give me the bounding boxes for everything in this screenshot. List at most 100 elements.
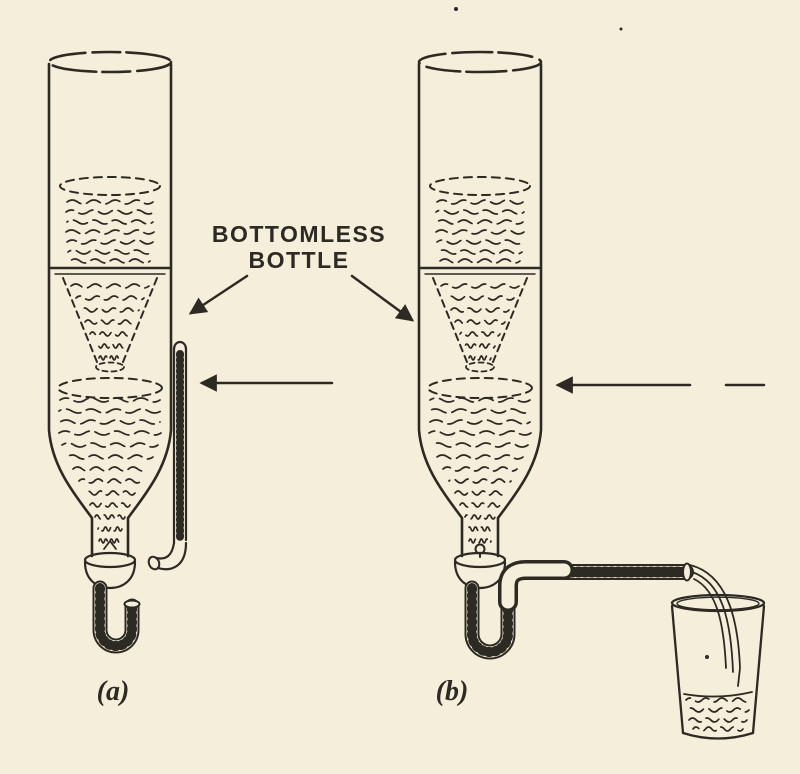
- drinking-glass: [670, 593, 766, 740]
- water-wave-line: [80, 307, 140, 313]
- water-wave-line: [440, 283, 520, 289]
- bottle-a-left-wall: [47, 62, 94, 558]
- bottle-b-mouth: [417, 50, 543, 74]
- water-wave-line: [428, 408, 532, 414]
- water-wave-line: [436, 219, 524, 225]
- water-wave-line: [692, 726, 744, 732]
- ink-speck: [454, 7, 458, 11]
- water-stream-line: [689, 564, 741, 687]
- water-wave-line: [66, 239, 154, 245]
- glass-rim-inner: [676, 596, 760, 611]
- water-surface-lower-a: [57, 377, 163, 399]
- water-wave-line: [94, 514, 126, 520]
- water-wave-line: [58, 408, 162, 414]
- funnel-dashed-left-b: [432, 277, 468, 363]
- bottle-b: [417, 50, 741, 687]
- water-wave-line: [69, 258, 151, 264]
- gauge-tube-top-a: [172, 340, 188, 351]
- caption-a: (a): [97, 676, 130, 707]
- water-wave-line: [436, 239, 524, 245]
- water-wave-line: [429, 419, 531, 425]
- water-surface-lower-b: [427, 377, 533, 399]
- ink-speck: [619, 27, 623, 31]
- gauge-fitting-top-a: [154, 541, 176, 560]
- water-wave-line: [445, 295, 515, 301]
- bottle-b-cap-flange: [453, 551, 507, 569]
- water-wave-line: [467, 526, 493, 532]
- water-wave-line: [84, 319, 136, 325]
- water-wave-line: [454, 319, 506, 325]
- bottle-a-neck-nub: [103, 540, 117, 550]
- bottle-a: [47, 50, 188, 654]
- water-wave-line: [431, 442, 529, 448]
- water-wave-line: [75, 295, 145, 301]
- water-wave-line: [72, 466, 148, 472]
- water-wave-line: [454, 490, 506, 496]
- water-wave-line: [66, 219, 154, 225]
- glass-bottom: [681, 731, 755, 740]
- glass-left-wall: [670, 604, 685, 735]
- water-wave-line: [439, 258, 521, 264]
- funnel-dashed-right-a: [122, 277, 158, 363]
- water-wave-line: [84, 490, 136, 496]
- water-wave-line: [436, 199, 524, 205]
- water-wave-line: [435, 229, 525, 235]
- water-wave-line: [58, 430, 162, 436]
- bottomless-bottle-label-line1: BOTTOMLESS: [212, 221, 386, 247]
- water-wave-line: [464, 514, 496, 520]
- water-stream-line: [691, 571, 734, 673]
- water-wave-line: [65, 229, 155, 235]
- bottle-a-right-wall: [126, 62, 173, 558]
- water-wave-line: [89, 502, 131, 508]
- bottle-a-mouth: [47, 50, 173, 74]
- water-wave-line: [459, 502, 501, 508]
- water-wave-line: [448, 478, 512, 484]
- water-wave-line: [65, 209, 155, 215]
- water-wave-line: [428, 430, 532, 436]
- water-wave-line: [78, 478, 142, 484]
- water-wave-line: [686, 707, 750, 713]
- water-wave-line: [66, 454, 154, 460]
- water-stream-line: [693, 578, 727, 669]
- funnel-throat-b: [465, 361, 495, 373]
- label-arrow-to-bottle-b: [350, 274, 415, 322]
- water-wave-line: [59, 419, 161, 425]
- spout-open-end: [682, 562, 692, 582]
- water-wave-line: [468, 355, 492, 361]
- water-wave-line: [464, 343, 496, 349]
- glass-rim: [670, 593, 766, 613]
- water-wave-line: [450, 307, 510, 313]
- water-wave-line: [98, 355, 122, 361]
- water-wave-line: [66, 199, 154, 205]
- label-arrow-to-bottle-a: [188, 274, 249, 315]
- funnel-dashed-right-b: [492, 277, 528, 363]
- water-surface-upper-b: [429, 176, 531, 196]
- bottomless-bottle-label-line2: BOTTLE: [249, 247, 350, 273]
- funnel-throat-a: [95, 361, 125, 373]
- funnel-dashed-left-a: [62, 277, 98, 363]
- glass-water-surface: [683, 691, 753, 698]
- u-tube-open-end-a: [123, 599, 141, 609]
- water-wave-line: [459, 331, 501, 337]
- caption-b: (b): [436, 676, 469, 707]
- water-wave-line: [436, 454, 524, 460]
- elbow-fitting-bore: [501, 563, 571, 609]
- water-wave-line: [59, 397, 161, 403]
- water-wave-line: [89, 331, 131, 337]
- water-wave-line: [435, 209, 525, 215]
- gauge-fitting-bottom-a: [156, 541, 188, 571]
- water-wave-line: [67, 249, 153, 255]
- water-wave-line: [437, 249, 523, 255]
- water-wave-line: [61, 442, 159, 448]
- labels: BOTTOMLESS BOTTLE (a) (b): [97, 221, 469, 707]
- arrows: [188, 274, 766, 394]
- water-wave-line: [94, 343, 126, 349]
- water-wave-line: [442, 466, 518, 472]
- water-wave-line: [468, 538, 492, 544]
- water-wave-line: [70, 283, 150, 289]
- bottle-b-right-wall: [496, 62, 543, 558]
- glass-right-wall: [751, 604, 766, 735]
- water-wave-line: [685, 697, 751, 703]
